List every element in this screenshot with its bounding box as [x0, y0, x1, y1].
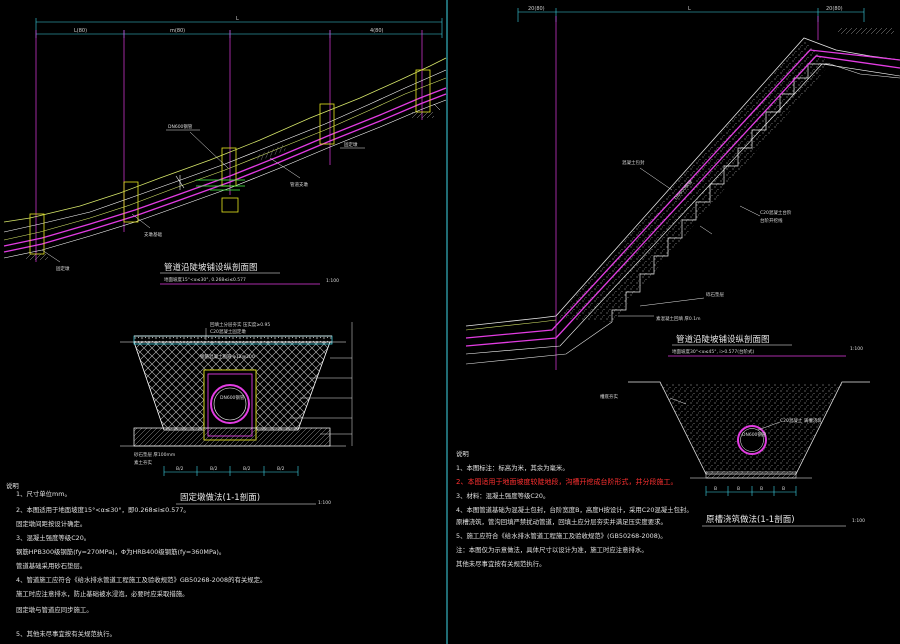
- pier-dim-3: B/2: [243, 466, 251, 472]
- left-profile-title: 管道沿陡坡铺设纵剖面图: [164, 262, 258, 273]
- right-dim-total: L: [688, 6, 691, 12]
- right-notes: 说明 1、本图标注：标高为米，其余为毫米。 2、本图适用于地面坡度较陡地段，沟槽…: [456, 449, 693, 568]
- left-note-3: 固定墩间距按设计确定。: [16, 519, 86, 528]
- left-note-5: 钢筋HPB300级钢筋(fy=270MPa)，Φ为HRB400级钢筋(fy=36…: [16, 547, 225, 556]
- right-callout-4: 砾石垫层: [706, 291, 724, 298]
- right-note-4: 4、本图管道基础为混凝土包封，台阶宽度B，高度H按设计，采用C20混凝土包封。: [456, 505, 693, 514]
- left-profile-subtitle: 地面坡度15°<α≤30°, 0.268≤i≤0.577: [164, 276, 246, 283]
- pier-callout-3: 钢筋混凝土抱箍 φ12@200: [200, 353, 255, 360]
- pier-dim-2: B/2: [210, 466, 218, 472]
- right-note-2: 2、本图适用于地面坡度较陡地段，沟槽开挖成台阶形式，并分段施工。: [456, 477, 677, 486]
- left-note-7: 4、管道施工应符合《给水排水管道工程施工及验收规范》GB50268-2008的有…: [16, 575, 266, 584]
- fixed-pier-title: 固定墩做法(1-1剖面): [180, 492, 260, 503]
- backfill-section: DN600钢管 C20混凝土 满槽浇筑 槽底夯实 B B B B 原槽浇筑做法(…: [600, 381, 870, 527]
- pier-pipe-label: DN600钢管: [220, 394, 245, 401]
- left-note-10: 5、其他未尽事宜按有关规范执行。: [16, 629, 116, 638]
- pier-callout-4: 砂石垫层 厚100mm: [134, 451, 175, 458]
- right-profile-subtitle: 地面坡度30°<α≤45°, i>0.577(台阶式): [672, 348, 754, 355]
- fixed-pier-scale: 1:100: [318, 500, 331, 506]
- left-ground-line: [3, 57, 447, 223]
- pier-callout-5: 素土夯实: [134, 459, 152, 466]
- backfill-callout-1: C20混凝土 满槽浇筑: [780, 417, 822, 424]
- left-profile-scale: 1:100: [326, 278, 339, 284]
- left-callout-2: 管道支墩: [290, 181, 308, 188]
- right-callout-1: 混凝土包封: [622, 159, 645, 166]
- backfill-dim-2: B: [737, 486, 740, 492]
- right-callout-3: 台阶开挖线: [760, 217, 783, 224]
- right-note-1: 1、本图标注：标高为米，其余为毫米。: [456, 463, 569, 472]
- backfill-pipe-label: DN600钢管: [742, 431, 767, 438]
- right-profile-view: L 20(80) 20(80) 混: [465, 6, 900, 370]
- right-note-8: 其他未尽事宜按有关规范执行。: [456, 559, 545, 568]
- left-note-1: 1、尺寸单位mm。: [16, 489, 71, 498]
- left-dim-total: L: [236, 16, 239, 22]
- left-notes-heading: 说明: [6, 481, 19, 490]
- pier-dim-1: B/2: [176, 466, 184, 472]
- left-dim-seg-1: L(80): [74, 28, 87, 34]
- right-note-7: 注：本图仅为示意做法，具体尺寸以设计为准，施工时应注意排水。: [456, 545, 648, 554]
- right-notes-heading: 说明: [456, 449, 469, 458]
- left-note-8: 施工时应注意排水，防止基础被水浸泡，必要时应采取措施。: [16, 589, 189, 598]
- pier-callout-1: 回填土分层夯实 压实度≥0.95: [210, 321, 270, 328]
- left-dim-seg-2: m(80): [170, 28, 185, 34]
- backfill-dim-3: B: [760, 486, 763, 492]
- backfill-title: 原槽浇筑做法(1-1剖面): [706, 514, 795, 525]
- left-note-6: 管道基础采用砂石垫层。: [16, 561, 86, 570]
- right-note-5: 原槽浇筑，管沟回填严禁扰动管道，回填土应分层夯实并满足压实度要求。: [456, 517, 667, 526]
- right-note-6: 5、施工应符合《给水排水管道工程施工及验收规范》(GB50268-2008)。: [456, 531, 667, 540]
- left-profile-view: L L(80) m(80) 4(80): [3, 16, 447, 285]
- backfill-callout-2: 槽底夯实: [600, 393, 618, 400]
- right-dim-right: 20(80): [826, 6, 843, 12]
- right-profile-scale: 1:100: [850, 346, 863, 352]
- left-note-4: 3、混凝土强度等级C20。: [16, 533, 90, 542]
- backfill-scale: 1:100: [852, 518, 865, 524]
- left-notes: 说明 1、尺寸单位mm。 2、本图适用于地面坡度15°<α≤30°，即0.268…: [6, 481, 266, 638]
- left-note-2: 2、本图适用于地面坡度15°<α≤30°，即0.268≤i≤0.577。: [16, 505, 190, 514]
- fixed-pier-section: DN600钢管 回填土分层夯实 压实度≥0.95 C20混凝土固定墩 钢筋混凝土…: [120, 321, 353, 506]
- right-dim-left: 20(80): [528, 6, 545, 12]
- pier-dim-4: B/2: [277, 466, 285, 472]
- right-note-3: 3、材料：混凝土强度等级C20。: [456, 491, 549, 500]
- left-pipe-label: DN600钢管: [168, 123, 193, 130]
- right-steps: [611, 63, 830, 322]
- pier-callout-2: C20混凝土固定墩: [210, 328, 246, 335]
- left-callout-3: 支墩基础: [144, 231, 162, 238]
- left-note-9: 固定墩与管道应同步施工。: [16, 605, 93, 614]
- left-callout-4: 固定墩: [56, 265, 70, 272]
- right-callout-5: 素混凝土回填 厚0.1m: [656, 315, 700, 322]
- right-profile-title: 管道沿陡坡铺设纵剖面图: [676, 334, 770, 345]
- backfill-dim-4: B: [782, 486, 785, 492]
- left-dim-seg-3: 4(80): [370, 28, 383, 34]
- backfill-dim-1: B: [714, 486, 717, 492]
- left-callout-1: 固定墩: [344, 141, 358, 148]
- right-callout-2: C20混凝土台阶: [760, 209, 792, 216]
